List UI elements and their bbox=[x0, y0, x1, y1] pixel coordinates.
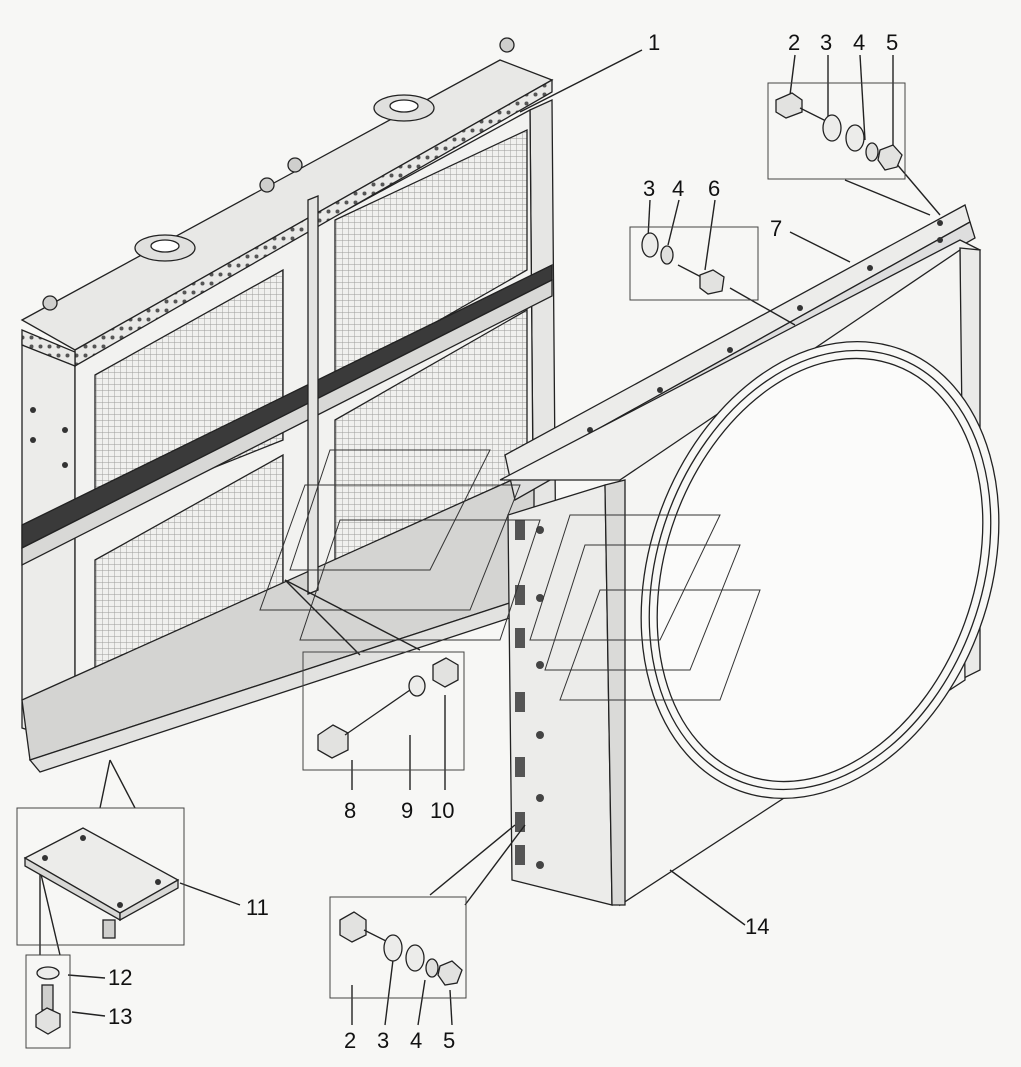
callout-mid-4: 4 bbox=[672, 176, 684, 201]
callout-mid-6: 6 bbox=[708, 176, 720, 201]
callout-14: 14 bbox=[745, 914, 769, 939]
callout-bottom-3: 3 bbox=[377, 1028, 389, 1053]
callout-7: 7 bbox=[770, 216, 782, 241]
callout-top-4: 4 bbox=[853, 30, 865, 55]
callout-9: 9 bbox=[401, 798, 413, 823]
detail-box-mount bbox=[16, 807, 185, 1049]
callout-labels: 1 2 3 4 5 3 4 6 7 8 9 10 11 12 13 14 2 3… bbox=[108, 30, 898, 1053]
callout-bottom-5: 5 bbox=[443, 1028, 455, 1053]
callout-8: 8 bbox=[344, 798, 356, 823]
callout-top-2: 2 bbox=[788, 30, 800, 55]
callout-10: 10 bbox=[430, 798, 454, 823]
callout-13: 13 bbox=[108, 1004, 132, 1029]
fan-shroud bbox=[499, 239, 1000, 907]
callout-bottom-4: 4 bbox=[410, 1028, 422, 1053]
detail-box-lower bbox=[302, 651, 465, 771]
detail-box-top bbox=[767, 82, 906, 180]
callout-top-5: 5 bbox=[886, 30, 898, 55]
leader-lines bbox=[39, 49, 941, 1026]
callout-12: 12 bbox=[108, 965, 132, 990]
radiator-core bbox=[20, 37, 557, 773]
callout-11: 11 bbox=[246, 895, 269, 920]
callout-top-3: 3 bbox=[820, 30, 832, 55]
detail-box-mid bbox=[629, 226, 759, 301]
detail-box-bottom bbox=[329, 896, 467, 999]
callout-mid-3: 3 bbox=[643, 176, 655, 201]
callout-bottom-2: 2 bbox=[344, 1028, 356, 1053]
callout-1: 1 bbox=[648, 30, 660, 55]
projection-guides bbox=[259, 449, 761, 701]
